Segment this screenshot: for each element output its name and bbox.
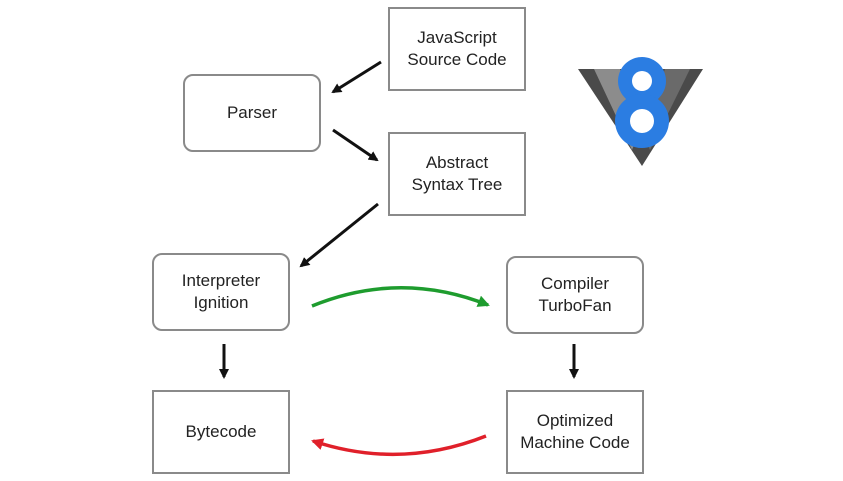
node-interpreter: Interpreter Ignition	[152, 253, 290, 331]
node-ast-label: Abstract Syntax Tree	[411, 153, 503, 194]
node-machine-code: Optimized Machine Code	[506, 390, 644, 474]
arrow-source-to-parser	[331, 60, 382, 94]
arrow-deoptimize	[311, 434, 487, 457]
arrow-parser-to-ast	[332, 128, 379, 162]
node-interpreter-label: Interpreter Ignition	[181, 271, 261, 312]
node-compiler-label: Compiler TurboFan	[538, 274, 612, 315]
node-js-source-label: JavaScript Source Code	[407, 28, 507, 69]
node-js-source: JavaScript Source Code	[388, 7, 526, 91]
node-machine-code-label: Optimized Machine Code	[520, 411, 630, 452]
arrow-ast-to-interpreter	[299, 202, 379, 268]
node-compiler: Compiler TurboFan	[506, 256, 644, 334]
node-parser-label: Parser	[226, 103, 278, 122]
node-ast: Abstract Syntax Tree	[388, 132, 526, 216]
node-parser: Parser	[183, 74, 321, 152]
arrow-optimize	[311, 286, 490, 308]
node-bytecode-label: Bytecode	[185, 422, 257, 441]
v8-logo-icon	[578, 57, 703, 166]
node-bytecode: Bytecode	[152, 390, 290, 474]
